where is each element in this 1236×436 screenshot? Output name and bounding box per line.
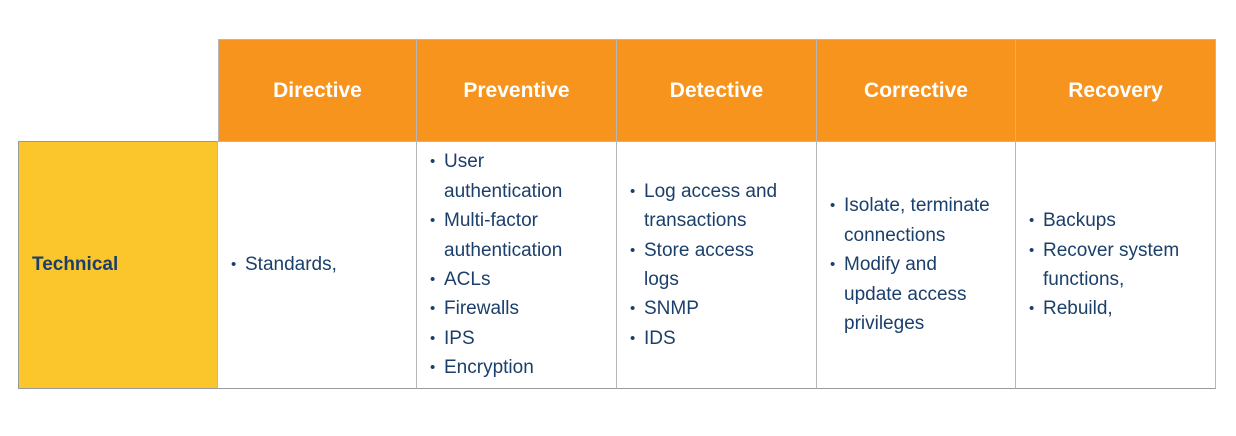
list-item: ACLs [429, 265, 572, 295]
list-item: Encryption [429, 353, 572, 383]
cell-directive: Standards, [218, 141, 417, 389]
list-item: User authentication [429, 147, 572, 206]
cell-corrective: Isolate, terminate connections Modify an… [817, 141, 1016, 389]
bullet-list-detective: Log access and transactions Store access… [629, 177, 794, 354]
list-item: Multi-factor authentication [429, 206, 572, 265]
list-item: Log access and transactions [629, 177, 794, 236]
bullet-list-preventive: User authentication Multi-factor authent… [429, 147, 572, 383]
column-header-directive: Directive [218, 39, 417, 141]
bullet-list-corrective: Isolate, terminate connections Modify an… [829, 191, 1004, 338]
column-header-corrective: Corrective [817, 39, 1016, 141]
list-item: IDS [629, 324, 794, 354]
column-header-recovery: Recovery [1016, 39, 1216, 141]
list-item: IPS [429, 324, 572, 354]
cell-preventive: User authentication Multi-factor authent… [417, 141, 617, 389]
cell-recovery: Backups Recover system functions, Rebuil… [1016, 141, 1216, 389]
column-header-detective: Detective [617, 39, 817, 141]
column-header-preventive: Preventive [417, 39, 617, 141]
list-item: SNMP [629, 294, 794, 324]
corner-cell [18, 39, 218, 141]
bullet-list-directive: Standards, [230, 250, 337, 280]
controls-table: Directive Preventive Detective Correctiv… [18, 39, 1216, 389]
bullet-list-recovery: Backups Recover system functions, Rebuil… [1028, 206, 1203, 324]
list-item: Standards, [230, 250, 337, 280]
row-header-technical: Technical [18, 141, 218, 389]
list-item: Modify and update access privileges [829, 250, 984, 338]
list-item: Isolate, terminate connections [829, 191, 1004, 250]
list-item: Recover system functions, [1028, 236, 1203, 295]
list-item: Backups [1028, 206, 1203, 236]
list-item: Store access logs [629, 236, 774, 295]
list-item: Rebuild, [1028, 294, 1203, 324]
cell-detective: Log access and transactions Store access… [617, 141, 817, 389]
list-item: Firewalls [429, 294, 572, 324]
